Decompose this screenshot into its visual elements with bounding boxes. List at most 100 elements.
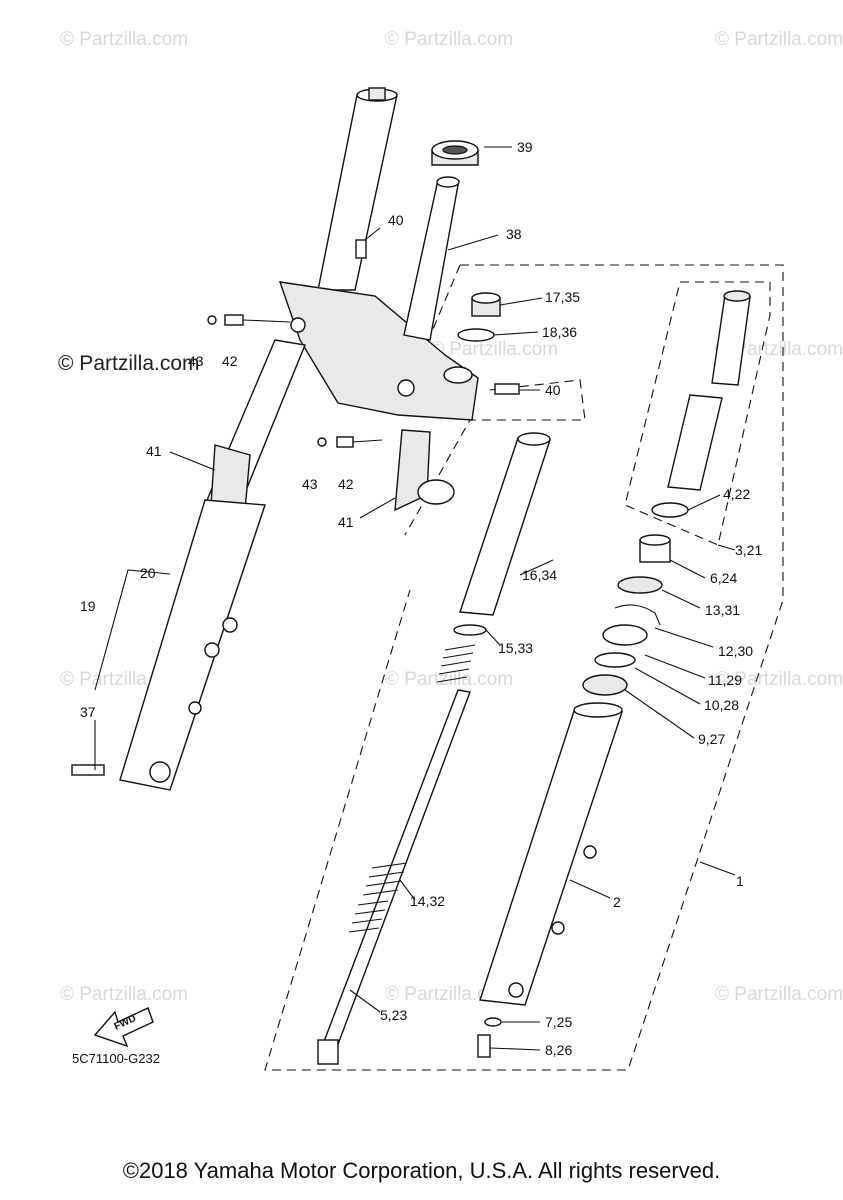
watermark: © Partzilla.com xyxy=(715,339,843,360)
oil-seal xyxy=(602,624,648,646)
copyright-notice: ©2018 Yamaha Motor Corporation, U.S.A. A… xyxy=(122,1158,721,1183)
oil-seal-washer xyxy=(617,576,663,594)
cover-ring xyxy=(417,479,455,505)
o-ring xyxy=(457,328,495,342)
caliper-mount xyxy=(222,617,238,633)
steering-shaft xyxy=(403,179,459,341)
inner-tube-upper-part xyxy=(711,294,751,386)
fwd-arrow: FWD xyxy=(93,1007,154,1048)
callout-label: 4,22 xyxy=(723,486,750,502)
axle-hole xyxy=(508,982,524,998)
assembly-3-outline xyxy=(624,281,771,546)
bracket-clamp xyxy=(443,366,473,384)
fwd-arrow-shape xyxy=(93,1007,154,1048)
callout-label: 42 xyxy=(338,476,354,492)
outer-tube xyxy=(119,499,266,791)
callout-label: 41 xyxy=(146,443,162,459)
steering-stem xyxy=(403,140,479,341)
inner-tube-upper xyxy=(317,94,398,291)
fork-cap xyxy=(368,87,386,101)
watermark: © Partzilla.com xyxy=(430,339,558,360)
callout-label: 3,21 xyxy=(735,542,762,558)
assembly-1-outline-top xyxy=(419,264,461,361)
steering-shaft-top xyxy=(436,176,460,188)
outer-tube-part xyxy=(479,707,623,1006)
inner-tube-lower-part xyxy=(667,394,723,491)
assembly-1-outline xyxy=(264,264,784,1071)
dust-seal-ring xyxy=(594,652,636,668)
spacer-top xyxy=(517,432,551,446)
slide-metal xyxy=(651,502,689,518)
watermark: © Partzilla.com xyxy=(385,29,513,50)
bolt xyxy=(224,314,244,326)
exploded-fork xyxy=(317,290,751,1065)
callout-label: 13,31 xyxy=(705,602,740,618)
callout-label: 17,35 xyxy=(545,289,580,305)
callout-label: 37 xyxy=(80,704,96,720)
rebound-spring-lower xyxy=(348,900,389,933)
callout-label: 9,27 xyxy=(698,731,725,747)
washer xyxy=(317,437,327,447)
caliper-mount xyxy=(204,642,220,658)
callout-label: 41 xyxy=(338,514,354,530)
callout-label: 20 xyxy=(140,565,156,581)
axle-mount xyxy=(551,921,565,935)
callout-label: 10,28 xyxy=(704,697,739,713)
drain-bolt xyxy=(477,1034,491,1058)
watermark-layer: © Partzilla.com © Partzilla.com © Partzi… xyxy=(58,29,843,1005)
callout-label: 14,32 xyxy=(410,893,445,909)
callout-label: 38 xyxy=(506,226,522,242)
watermark: © Partzilla.com xyxy=(715,669,843,690)
callout-label: 42 xyxy=(222,353,238,369)
washer xyxy=(207,315,217,325)
watermark-prominent: © Partzilla.com xyxy=(58,352,200,375)
callout-label: 15,33 xyxy=(498,640,533,656)
fork-spring-top xyxy=(436,644,476,683)
callout-label: 43 xyxy=(302,476,318,492)
assembly-16-outline xyxy=(404,379,586,536)
spacer-washer xyxy=(453,624,487,636)
circlip xyxy=(614,604,661,626)
spacer-pipe xyxy=(459,437,551,616)
callout-label: 7,25 xyxy=(545,1014,572,1030)
rebound-spring xyxy=(362,862,408,896)
outer-tube-top xyxy=(573,702,623,718)
gasket xyxy=(484,1017,502,1027)
dust-seal xyxy=(582,674,628,696)
callout-label: 16,34 xyxy=(522,567,557,583)
damper-rod-end xyxy=(317,1039,339,1065)
bracket-hole xyxy=(397,379,415,397)
callout-label: 18,36 xyxy=(542,324,577,340)
bracket-hole xyxy=(290,317,306,333)
collar-top xyxy=(639,534,671,546)
callout-label: 5,23 xyxy=(380,1007,407,1023)
callout-label: 1 xyxy=(736,873,744,889)
inner-tube-upper-top xyxy=(723,290,751,302)
watermark: © Partzilla.com xyxy=(715,29,843,50)
callout-label: 2 xyxy=(613,894,621,910)
watermark: © Partzilla.com xyxy=(60,984,188,1005)
callout-label: 8,26 xyxy=(545,1042,572,1058)
cap-bolt-top xyxy=(471,292,501,304)
callout-label: 40 xyxy=(388,212,404,228)
left-fork-assembly xyxy=(71,87,479,791)
callout-label: 11,29 xyxy=(708,672,742,688)
callout-label: 39 xyxy=(517,139,533,155)
watermark: © Partzilla.com xyxy=(715,984,843,1005)
assembly-outlines xyxy=(264,264,784,1071)
callout-labels: 39 38 40 17,35 18,36 40 43 42 41 43 42 4… xyxy=(72,139,762,1066)
screw xyxy=(355,239,367,259)
axle-hole xyxy=(149,761,171,783)
axle-mount xyxy=(188,701,202,715)
bolt xyxy=(336,436,354,448)
bolt xyxy=(494,383,520,395)
under-bracket xyxy=(278,281,479,421)
callout-label: 12,30 xyxy=(718,643,753,659)
bearing-bore xyxy=(442,145,468,155)
callout-label: 40 xyxy=(545,382,561,398)
callout-label: 19 xyxy=(80,598,96,614)
bolt xyxy=(71,764,105,776)
caliper-mount xyxy=(583,845,597,859)
watermark: © Partzilla.com xyxy=(60,29,188,50)
